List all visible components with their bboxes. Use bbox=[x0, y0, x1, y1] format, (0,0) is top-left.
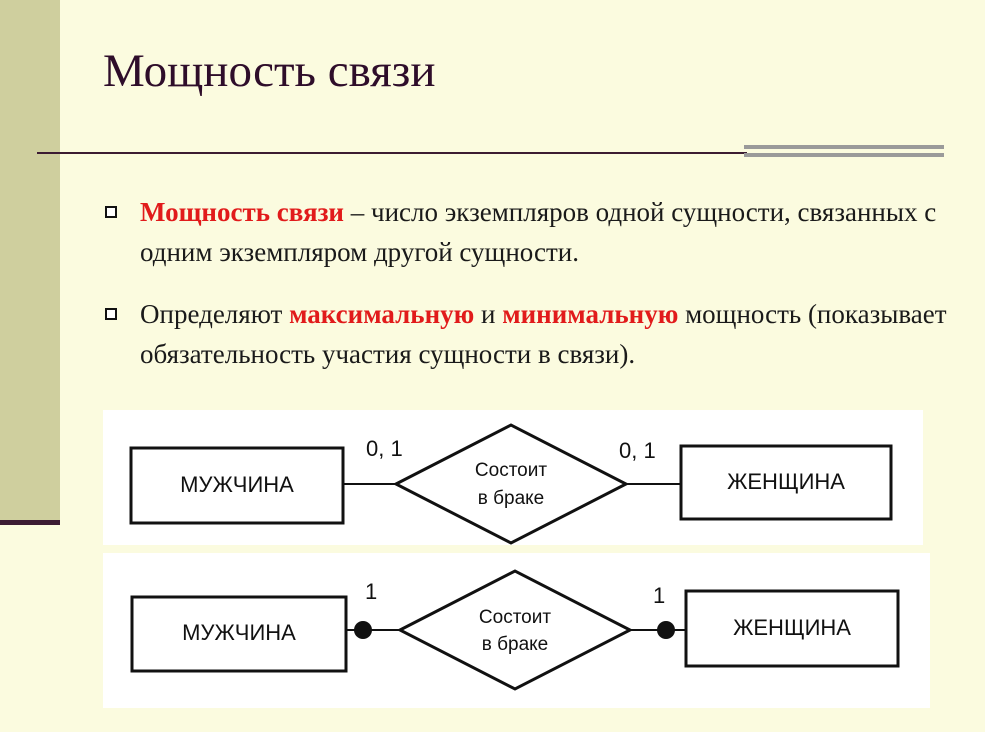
term-highlight: Мощность связи bbox=[140, 197, 344, 227]
bullet-middle: и bbox=[474, 299, 503, 329]
entity-right-label: ЖЕНЩИНА bbox=[733, 615, 851, 640]
relationship-label-line2: в браке bbox=[482, 634, 548, 655]
bullet-suffix: мощность (показывает обязательность учас… bbox=[140, 299, 947, 369]
max-highlight: максимальную bbox=[289, 299, 475, 329]
er-diagram-mandatory-svg: МУЖЧИНА Состоит в браке ЖЕНЩИНА 1 1 bbox=[130, 569, 900, 691]
entity-left-label: МУЖЧИНА bbox=[180, 472, 294, 497]
er-diagram-optional-svg: МУЖЧИНА Состоит в браке ЖЕНЩИНА 0, 1 0, … bbox=[129, 423, 893, 545]
entity-box-left bbox=[129, 446, 345, 525]
relationship-label-line1: Состоит bbox=[475, 460, 547, 481]
entity-box-left bbox=[130, 595, 348, 673]
bullet-list: Мощность связи – число экземпляров одной… bbox=[103, 192, 973, 374]
entity-left-label: МУЖЧИНА bbox=[182, 620, 296, 645]
cardinality-right: 1 bbox=[653, 583, 665, 608]
entity-box-right bbox=[684, 589, 900, 668]
er-diagram-mandatory: МУЖЧИНА Состоит в браке ЖЕНЩИНА 1 1 bbox=[103, 553, 930, 708]
cardinality-left: 0, 1 bbox=[366, 436, 403, 461]
mandatory-dot-left-icon bbox=[354, 621, 372, 639]
relationship-label-line2: в браке bbox=[478, 488, 544, 509]
bullet-prefix: Определяют bbox=[140, 299, 290, 329]
min-highlight: минимальную bbox=[502, 299, 679, 329]
square-bullet-icon bbox=[105, 308, 117, 320]
relationship-diamond bbox=[396, 569, 634, 691]
relationship-label-line1: Состоит bbox=[479, 607, 551, 628]
cardinality-right: 0, 1 bbox=[619, 438, 656, 463]
cardinality-left: 1 bbox=[365, 579, 377, 604]
slide-title: Мощность связи bbox=[103, 45, 436, 97]
bullet-min-max: Определяют максимальную и минимальную мо… bbox=[103, 294, 973, 374]
title-accent-bars bbox=[744, 145, 944, 165]
mandatory-dot-right-icon bbox=[657, 621, 675, 639]
er-diagram-optional: МУЖЧИНА Состоит в браке ЖЕНЩИНА 0, 1 0, … bbox=[103, 410, 923, 545]
square-bullet-icon bbox=[105, 206, 117, 218]
bullet-definition: Мощность связи – число экземпляров одной… bbox=[103, 192, 973, 272]
definition-text: – число экземпляров одной сущности, связ… bbox=[140, 197, 937, 267]
sidebar-band bbox=[0, 0, 60, 522]
entity-box-right bbox=[679, 444, 893, 521]
relationship-diamond bbox=[392, 423, 630, 545]
sidebar-divider bbox=[0, 520, 60, 525]
entity-right-label: ЖЕНЩИНА bbox=[727, 469, 845, 494]
title-underline bbox=[37, 152, 747, 154]
